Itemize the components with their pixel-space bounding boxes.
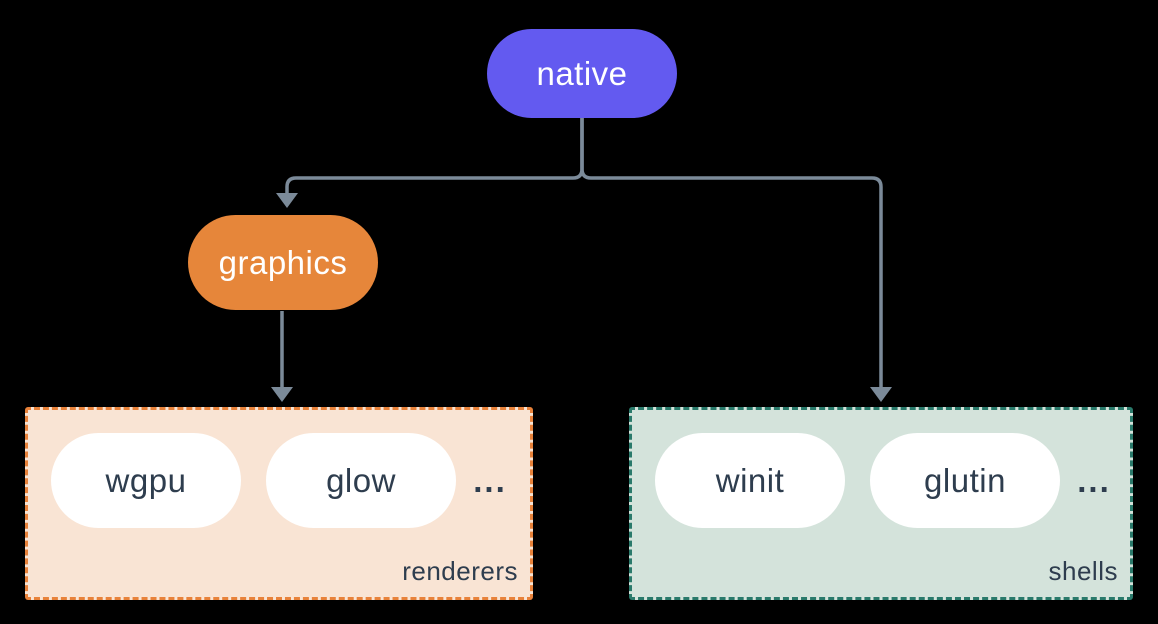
arrowhead-renderers bbox=[271, 387, 293, 402]
group-renderers: wgpu glow ... renderers bbox=[25, 407, 533, 600]
arrowhead-graphics bbox=[276, 193, 298, 208]
crate-pill-glutin: glutin bbox=[870, 433, 1060, 528]
crate-pill-glow-label: glow bbox=[326, 461, 396, 499]
arrowhead-shells bbox=[870, 387, 892, 402]
renderers-group-label: renderers bbox=[402, 556, 518, 586]
crate-pill-glow: glow bbox=[266, 433, 456, 528]
group-shells: winit glutin ... shells bbox=[629, 407, 1133, 600]
connector-native-graphics bbox=[285, 118, 584, 194]
crate-pill-glutin-label: glutin bbox=[924, 461, 1006, 499]
shells-ellipsis: ... bbox=[1077, 461, 1111, 499]
crate-pill-wgpu-label: wgpu bbox=[105, 461, 187, 499]
node-native: native bbox=[487, 29, 677, 118]
node-graphics-label: graphics bbox=[218, 243, 348, 281]
shells-group-label: shells bbox=[1048, 556, 1118, 586]
crate-pill-winit: winit bbox=[655, 433, 845, 528]
crate-pill-winit-label: winit bbox=[715, 461, 785, 499]
connector-native-shells bbox=[580, 118, 883, 388]
node-graphics: graphics bbox=[188, 215, 378, 310]
node-native-label: native bbox=[536, 54, 628, 92]
crate-pill-wgpu: wgpu bbox=[51, 433, 241, 528]
renderers-ellipsis: ... bbox=[473, 461, 507, 499]
